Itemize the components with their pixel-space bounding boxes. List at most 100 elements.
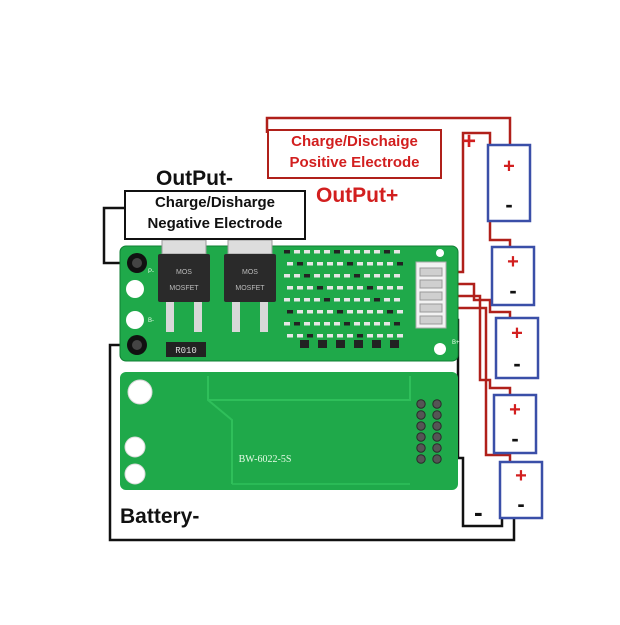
pin-pad	[432, 443, 442, 453]
smd-part	[357, 262, 363, 266]
mount-hole	[434, 343, 446, 355]
smd-part	[304, 250, 310, 254]
smd-part	[354, 274, 360, 278]
smd-part	[354, 322, 360, 326]
pcb-bottom: BW-6022-5S	[120, 372, 458, 490]
smd-part	[314, 298, 320, 302]
cell-minus-label: -	[511, 426, 518, 451]
pin-pad	[416, 454, 426, 464]
cell-plus-label: +	[503, 155, 515, 177]
smd-part	[317, 286, 323, 290]
pin-pad	[432, 432, 442, 442]
battery-negative-label: Battery-	[120, 505, 200, 528]
smd-part	[307, 310, 313, 314]
pin-pad	[416, 399, 426, 409]
smd-part	[297, 286, 303, 290]
battery-cell: +-	[490, 245, 536, 307]
positive-electrode-line1: Charge/Dischaige	[291, 133, 418, 150]
smd-part	[344, 322, 350, 326]
smd-part	[334, 322, 340, 326]
pad-bplus-label: B+	[452, 340, 460, 346]
smd-part	[377, 334, 383, 338]
smd-part	[284, 298, 290, 302]
svg-text:MOSFET: MOSFET	[235, 285, 265, 292]
pin-pad	[416, 421, 426, 431]
smd-part	[384, 298, 390, 302]
smd-part	[347, 334, 353, 338]
battery-cell: +-	[486, 143, 532, 223]
cell-plus-label: +	[507, 251, 519, 273]
cell-minus-label: -	[513, 351, 520, 376]
smd-part	[387, 334, 393, 338]
smd-part	[324, 250, 330, 254]
smd-part	[300, 340, 309, 348]
pcb-top: MOS MOSFET MOS MOSFET R010	[119, 239, 460, 362]
smd-part	[364, 322, 370, 326]
cell-minus-label: -	[509, 278, 516, 303]
smd-part	[297, 334, 303, 338]
bottom-pin-pads	[416, 399, 442, 464]
smd-part	[390, 340, 399, 348]
pin-pad	[432, 410, 442, 420]
smd-part	[304, 322, 310, 326]
pin-pad	[432, 454, 442, 464]
positive-wires	[265, 116, 512, 462]
smd-part	[334, 298, 340, 302]
pad	[124, 436, 146, 458]
smd-part	[294, 250, 300, 254]
pcb-bottom-body	[120, 372, 458, 490]
smd-part	[327, 310, 333, 314]
battery-cell: +-	[494, 316, 540, 380]
smd-part	[374, 250, 380, 254]
output-negative-label: OutPut-	[156, 167, 233, 190]
smd-part	[367, 334, 373, 338]
smd-part	[397, 286, 403, 290]
smd-part	[294, 322, 300, 326]
smd-part	[314, 322, 320, 326]
shunt-resistor	[166, 342, 206, 357]
smd-part	[367, 286, 373, 290]
smd-part	[354, 298, 360, 302]
cell-plus-label: +	[509, 399, 521, 421]
positive-electrode-box: Charge/Dischaige Positive Electrode	[267, 129, 442, 179]
smd-part	[284, 274, 290, 278]
smd-part	[307, 286, 313, 290]
smd-part	[304, 298, 310, 302]
smd-part	[336, 340, 345, 348]
smd-part	[387, 262, 393, 266]
smd-part	[284, 322, 290, 326]
smd-part	[324, 322, 330, 326]
pin-pad	[416, 443, 426, 453]
pin-pad	[416, 432, 426, 442]
smd-part	[374, 274, 380, 278]
smd-part	[337, 310, 343, 314]
smd-part	[327, 262, 333, 266]
smd-part	[384, 250, 390, 254]
balance-wire-1	[443, 131, 512, 274]
smd-components	[284, 250, 403, 348]
pad-b-label: B-	[148, 318, 154, 324]
smd-part	[317, 262, 323, 266]
battery-cells: +-+-+-+-+-	[486, 143, 544, 520]
pin-pad	[432, 399, 442, 409]
output-positive-label: OutPut+	[316, 184, 399, 207]
smd-part	[374, 298, 380, 302]
battery-cell: +-	[492, 393, 538, 455]
cell-plus-label: +	[515, 465, 527, 487]
smd-part	[337, 286, 343, 290]
negative-electrode-line2: Negative Electrode	[147, 215, 283, 232]
smd-part	[377, 310, 383, 314]
smd-part	[354, 250, 360, 254]
smd-part	[334, 250, 340, 254]
smd-part	[327, 334, 333, 338]
smd-part	[394, 322, 400, 326]
svg-text:MOS: MOS	[176, 269, 192, 276]
smd-part	[287, 310, 293, 314]
smd-part	[287, 262, 293, 266]
smd-part	[394, 250, 400, 254]
smd-part	[334, 274, 340, 278]
mosfet-1: MOS MOSFET	[158, 239, 210, 332]
smd-part	[318, 340, 327, 348]
